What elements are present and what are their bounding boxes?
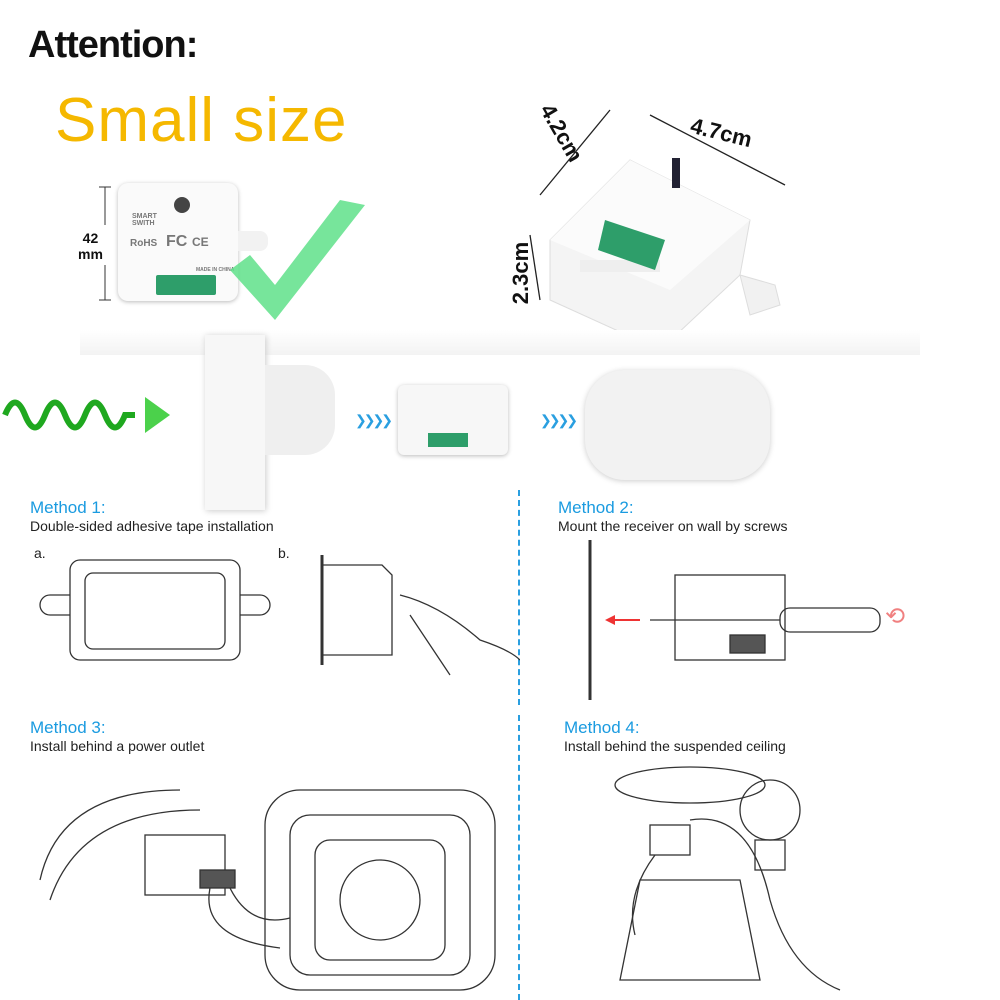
switch-back-housing (265, 365, 335, 455)
method-2-desc: Mount the receiver on wall by screws (558, 518, 788, 534)
step-b-label: b. (278, 545, 290, 561)
method-3-illustration (39, 789, 496, 991)
method-1-desc: Double-sided adhesive tape installation (30, 518, 274, 534)
method-2-illustration (588, 540, 881, 700)
receiver-photo (398, 385, 508, 455)
chevron-arrow-icon: ❯❯❯❯ (540, 412, 578, 428)
wall-box-photo (585, 370, 770, 480)
device-3d-photo (529, 109, 786, 351)
method-4-title: Method 4: (564, 718, 640, 737)
method-1-illustration (39, 555, 520, 676)
dimension-line (99, 186, 111, 301)
dimension-42mm: 42 mm (78, 230, 103, 262)
divider (518, 715, 520, 1000)
wall-switch-photo (205, 335, 265, 510)
chevron-arrow-icon: ❯❯❯❯ (355, 412, 393, 428)
method-1-title: Method 1: (30, 498, 106, 517)
divider (518, 490, 520, 705)
checkmark-icon (230, 200, 365, 320)
attention-heading: Attention: (28, 24, 198, 66)
device-front-photo: SMART SWITH RoHS FC CE MADE IN CHINA (118, 183, 268, 301)
small-size-title: Small size (55, 86, 348, 155)
rotate-icon: ⟲ (885, 603, 906, 630)
method-4-desc: Install behind the suspended ceiling (564, 738, 786, 754)
step-a-label: a. (34, 545, 46, 561)
wave-arrow-icon (2, 397, 170, 433)
method-4-illustration (614, 766, 841, 991)
terminal-block (156, 275, 216, 295)
method-3-desc: Install behind a power outlet (30, 738, 205, 754)
method-2-title: Method 2: (558, 498, 634, 517)
method-3-title: Method 3: (30, 718, 106, 737)
